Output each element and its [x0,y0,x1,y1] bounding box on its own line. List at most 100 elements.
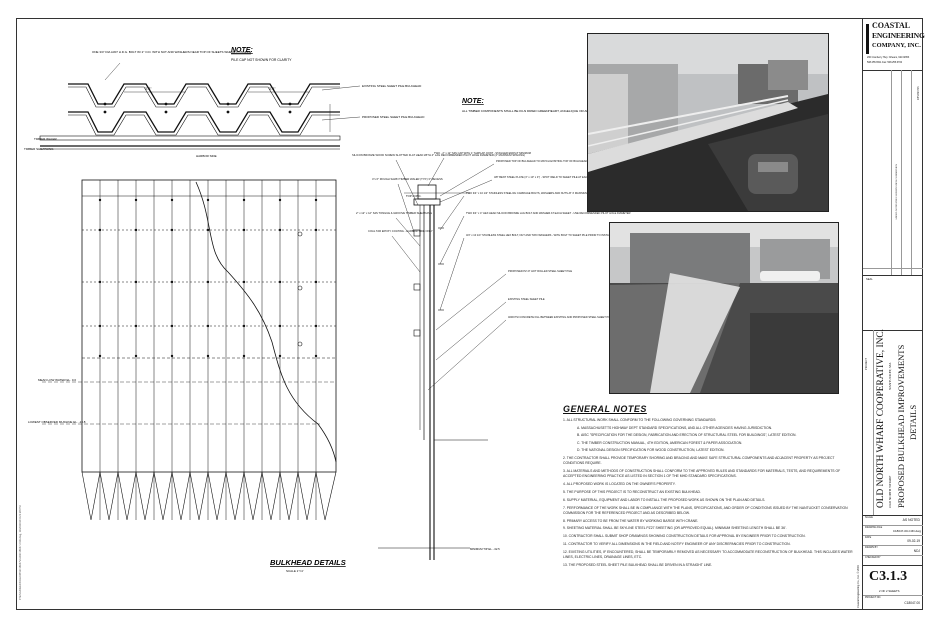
revision-entry: ADDED NOTES PER CONSERVATION COMMISSION [895,164,898,220]
info-date-row: DATE 09-02-19 [863,535,923,546]
plan-note-title: NOTE: [231,47,253,54]
side-file-path: P:\ENGINEERING\JOBS\C18047\CAD\C18047-C3… [18,506,22,600]
drawn-by-value: NDJ [913,549,920,553]
sheet-number-area: C3.1.3 2 OF 2 SHEETS PROJECT NO. C18047.… [863,565,923,610]
plan-label-harbor: HARBOR SIDE [196,154,217,158]
note-item: 1. ALL STRUCTURAL WORK SHALL CONFORM TO … [563,418,853,454]
section-callout-left-0: SILICON BRONZE WOOD SCREW SLOTTED FLAT H… [352,153,525,157]
bulkhead-elevation [81,179,337,521]
section-callout-right-1: PROPOSED TOP OF BULKHEAD TO MATCH EXISTI… [496,159,637,163]
general-notes: GENERAL NOTES 1. ALL STRUCTURAL WORK SHA… [563,404,853,571]
note-sub-item: D. THE NATIONAL DESIGN SPECIFICATION FOR… [577,448,725,453]
elevation-scale: SCALE 1"=4' [286,569,304,573]
section-top-conc: TOP CONC. [406,194,422,198]
section-callout-right-4: TWO 3/4" x 4" HEX HEAD SILICON BRONZE LA… [466,211,631,215]
project-title-area: PROJECT OLD NORTH WHARF COOPERATIVE, INC… [863,329,923,516]
checked-by-label: CHECKED BY [865,556,881,559]
site-photo-1 [587,33,829,212]
date-value: 09-02-19 [907,539,920,543]
section-callout-left-3: COAL TAR EPOXY COATING - HARBOR SIDE ONL… [368,229,433,233]
note-item: 5. THE PURPOSE OF THIS PROJECT IS TO REC… [563,489,701,494]
location-left: OLD NORTH WHARF [888,475,892,508]
photo-1-image [588,34,828,211]
note-item: 13. THE PROPOSED STEEL SHEET PILE BULKHE… [563,562,713,567]
note-item: 7. PERFORMANCE OF THE WORK SHALL BE IN C… [563,505,848,515]
note-item: 12. EXISTING UTILITIES, IF ENCOUNTERED, … [563,549,853,559]
revisions-table: REVISIONS ADDED NOTES PER CONSERVATION C… [863,70,923,276]
project-no-label: PROJECT NO. [865,596,882,599]
sheet-of: 2 OF 2 SHEETS [879,589,900,593]
location-right: NANTUCKET, MA [888,362,892,390]
info-drawing-row: DRAWING FILE C18047-00-C3D.dwg [863,525,923,536]
existing-sheet-pile-plan [68,83,340,105]
drawing-file-value: C18047-00-C3D.dwg [892,529,921,533]
company-logo: COASTAL ENGINEERING COMPANY, INC. 260 Cr… [863,18,925,71]
plan-dim-2: 3'-3" [269,87,275,91]
note-item: 2. THE CONTRACTOR SHALL PROVIDE TEMPORAR… [563,456,835,466]
sheet-number: C3.1.3 [869,569,908,584]
elev-label-lowest: LOWEST OBSERVED MUDLINE EL. -13.8 [28,420,86,424]
note-item: 4. ALL PROPOSED WORK IS LOCATED ON THE O… [563,482,676,487]
section-callout-left-1: 4"x 6" ROUGH SAWN TIMBER WALER (TYP.) 3"… [372,177,443,181]
site-photo-2 [609,222,839,394]
section-callout-right-8: 4000 PSI CONCRETE FILL BETWEEN EXISTING … [508,315,645,319]
general-notes-title: GENERAL NOTES [563,404,647,414]
elev-label-mlw: MEAN LOW WATER EL. 0.0 [38,378,76,382]
scale-label: SCALE [865,516,873,519]
section-minimum-tip: MINIMUM TIP EL. -32.5 [470,547,500,551]
sheet-title-2: DETAILS [908,404,918,440]
note-item: 8. PRIMARY ACCESS TO BE FROM THE WATER B… [563,518,699,523]
note-item: 3. ALL MATERIALS AND METHODS OF CONSTRUC… [563,469,841,479]
section-callout-right-6: PROPOSED PZ 27 HOT ROLLED STEEL SHEET PI… [508,269,572,273]
general-notes-list: 1. ALL STRUCTURAL WORK SHALL CONFORM TO … [563,418,853,568]
company-phone: 508.255.6511 Fax: 508.255.6700 [867,61,903,64]
plan-callout-bolt: ONE 3/4" DIA A307 H.D.G. BOLT W/ 2" O.D.… [92,50,251,54]
client-name: OLD NORTH WHARF COOPERATIVE, INC. [876,329,886,508]
drawing-file-label: DRAWING FILE [865,526,883,529]
sheet-title-1: PROPOSED BULKHEAD IMPROVEMENTS [896,344,906,508]
seal-label: SEAL [866,278,873,281]
seal-area: SEAL [863,275,923,331]
company-name-1: COASTAL [872,21,911,30]
copyright: Coastal Engineering Co., Inc. © 2019 [857,565,860,608]
date-label: DATE [865,536,872,539]
section-callout-right-2: 3/8" BENT STEEL PLATE (3" x 10" x 3") - … [494,175,598,179]
plan-note-text: PILE CAP NOT SHOWN FOR CLARITY [231,58,292,62]
company-name-3: COMPANY, INC. [872,42,921,49]
note-item: 6. SUPPLY MATERIAL, EQUIPMENT AND LABOR … [563,497,766,502]
revision-header: REVISIONS [917,86,920,100]
plan-callout-proposed: PROPOSED STEEL SHEET PILE BULKHEAD [362,115,425,119]
photo-2-image [610,223,838,393]
drawn-by-label: DRAWN BY [865,546,878,549]
plan-label-waler: TIMBER WALER [34,137,58,141]
project-label: PROJECT [865,357,868,370]
note-sub-item: A. MASSACHUSETTS HIGHWAY DEPT STANDARD S… [577,425,773,430]
info-drawn-row: DRAWN BY NDJ [863,545,923,556]
scale-value: AS NOTED [902,518,920,522]
note-sub-item: B. AISC "SPECIFICATION FOR THE DESIGN, F… [577,433,797,438]
bulkhead-section [378,184,488,560]
note-item: 11. CONTRACTOR TO VERIFY ALL DIMENSIONS … [563,541,791,546]
section-note-title: NOTE: [462,98,484,105]
plan-dim-1: 3'-3" [145,87,151,91]
note-item: 9. SHEETING MATERIAL SHALL BE SKYLINE ST… [563,526,787,531]
section-callout-left-2: 2" x 12" x 12" S4S TONGUE & GROOVE TIMBE… [356,211,432,215]
section-callout-right-0: TWO - 2" x 12" S4S CAP WITH 1" SHIPLAP J… [434,151,531,155]
info-scale-row: SCALE AS NOTED [863,515,923,526]
section-callout-right-7: EXISTING STEEL SHEET PILE [508,297,545,301]
proposed-sheet-pile-plan [68,111,340,133]
plan-label-sheathing: TIMBER SHEATHING [24,147,54,151]
title-block: COASTAL ENGINEERING COMPANY, INC. 260 Cr… [857,18,925,610]
elevation-title: BULKHEAD DETAILS [270,558,346,567]
plan-callout-existing: EXISTING STEEL SHEET PILE BULKHEAD [362,84,422,88]
drawing-sheet-border [16,18,923,610]
company-address: 260 Cranberry Hwy. Orleans, MA 02653 [867,56,910,59]
info-checked-row: CHECKED BY [863,555,923,566]
section-callout-right-5: 3/4" x 10 1/4" STAINLESS STEEL HEX BOLT,… [466,233,669,237]
company-name-2: ENGINEERING [872,31,925,40]
project-no: C18047.00 [904,601,920,605]
section-note-text: ALL TIMBER COMPONENTS SHALL BE KILN DRIE… [462,109,613,113]
note-sub-item: C. THE TIMBER CONSTRUCTION MANUAL, 4TH E… [577,440,743,445]
section-callout-right-3: TWO 3/4" x 10 1/2" STAINLESS STEEL RH CA… [466,191,600,195]
